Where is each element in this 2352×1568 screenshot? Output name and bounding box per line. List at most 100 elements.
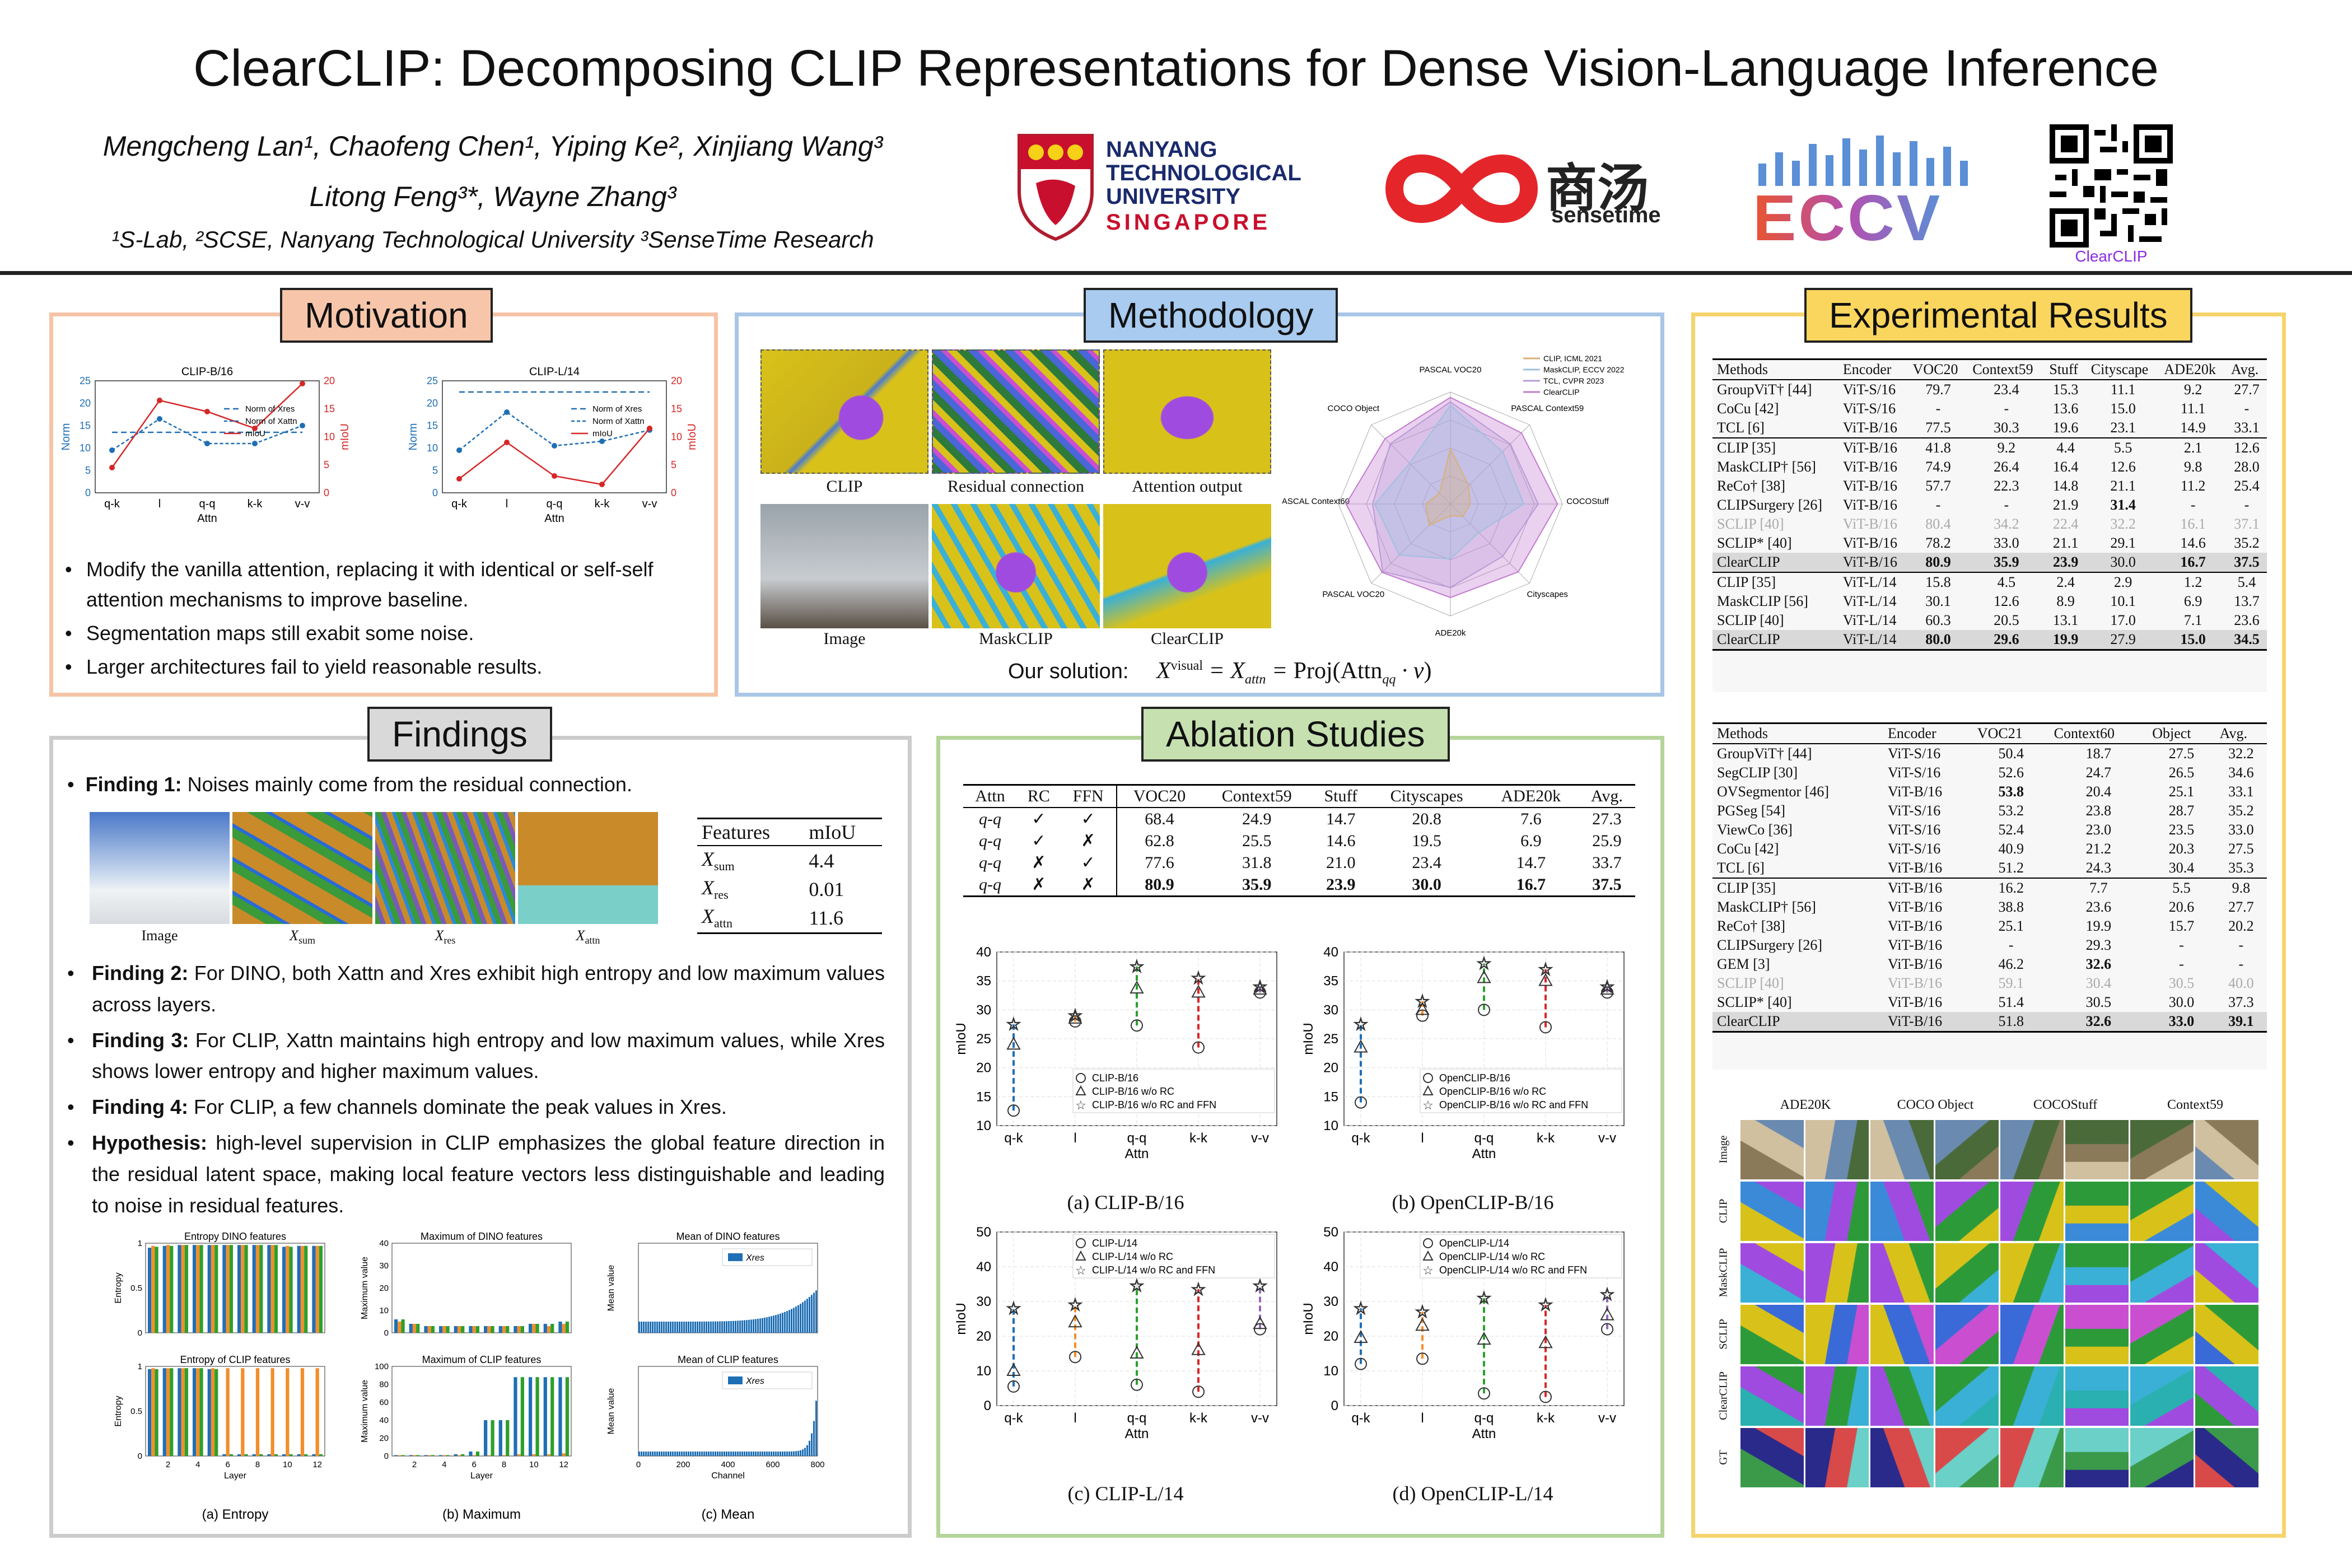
table-cell: 34.6 (2228, 764, 2254, 781)
bar (741, 1452, 743, 1456)
bar (259, 1454, 263, 1456)
bar (267, 1245, 271, 1333)
data-point (300, 423, 305, 428)
chart-caption: (a) Entropy (202, 1507, 269, 1522)
bar (768, 1451, 770, 1456)
table-cell: 22.3 (1994, 478, 2019, 494)
y2-tick-label: 0 (671, 487, 676, 498)
x-tick-label: q-q (1474, 1131, 1494, 1146)
table-cell: 20.2 (2228, 918, 2254, 934)
x-tick-label: k-k (1537, 1131, 1555, 1146)
y-tick-label: 20 (976, 1329, 991, 1344)
data-point-star: ☆ (1253, 978, 1268, 996)
table-cell: 5.4 (2237, 574, 2256, 590)
bar (193, 1245, 197, 1333)
bar (737, 1320, 739, 1333)
bar (446, 1326, 450, 1333)
bar (170, 1245, 174, 1333)
table-cell: 50.4 (1998, 745, 2024, 762)
legend-label: CLIP-B/16 w/o RC (1092, 1086, 1174, 1097)
bar (565, 1377, 569, 1456)
data-point-star: ☆ (1415, 992, 1430, 1011)
sensetime-en: sensetime (1551, 203, 1661, 227)
table-cell: - (2004, 497, 2009, 513)
x-tick-label: v-v (1598, 1411, 1616, 1426)
chart-title: Mean of DINO features (676, 1231, 780, 1242)
bar (193, 1368, 197, 1456)
radar-spoke (1450, 503, 1530, 584)
table-cell: 19.6 (2052, 419, 2079, 436)
y-tick-label: 15 (976, 1089, 991, 1104)
x-tick-label: 2 (166, 1460, 170, 1469)
y-tick-label: 15 (427, 420, 438, 431)
y-tick-label: 25 (1323, 1032, 1338, 1047)
legend-label: CLIP-B/16 (1092, 1072, 1138, 1084)
table-header-cell: Encoder (1888, 725, 1936, 741)
table-cell: 8.9 (2056, 593, 2075, 609)
bar (788, 1451, 790, 1456)
bar (424, 1326, 428, 1333)
table-cell: 2.4 (2056, 574, 2075, 590)
data-point (647, 426, 652, 431)
qr-code-icon[interactable] (2050, 124, 2173, 248)
grid-col-label: Context59 (2167, 1098, 2223, 1112)
bar (753, 1452, 754, 1456)
table-header-cell: Stuff (2049, 361, 2078, 377)
radar-series (1372, 401, 1539, 589)
finding-label-xres: Xres (435, 927, 456, 946)
table-header-cell: VOC21 (1977, 725, 2023, 741)
y2-tick-label: 10 (324, 431, 335, 442)
y-tick-label: 0.5 (130, 1407, 142, 1416)
table-cell: 19.9 (2085, 918, 2112, 934)
radar-axis-label: PASCAL Context60 (1282, 497, 1350, 506)
data-point-circle (1539, 1390, 1552, 1403)
legend-label: CLIP-L/14 w/o RC (1092, 1251, 1173, 1262)
table-cell: 30.5 (2168, 975, 2195, 991)
legend-marker (1075, 1085, 1086, 1095)
bar (170, 1368, 174, 1456)
bar (409, 1324, 413, 1333)
sensetime-logo: 商汤 sensetime (1383, 147, 1686, 231)
data-point-circle (1539, 1021, 1552, 1034)
y-tick-label: 5 (85, 465, 91, 476)
bar (764, 1452, 766, 1456)
radar-axis-label: Cityscapes (1527, 590, 1568, 599)
ablation-cell: ✗ (1032, 875, 1046, 894)
y2-axis-label: mIoU (339, 423, 351, 450)
radar-series (1374, 404, 1525, 560)
x-axis-label: Attn (1472, 1146, 1496, 1161)
data-point (109, 465, 115, 470)
bar (759, 1318, 761, 1333)
chart-title: Entropy of CLIP features (180, 1354, 291, 1365)
bar (506, 1420, 510, 1456)
table-cell: 23.5 (2168, 822, 2195, 838)
table-cell: 2.9 (2113, 574, 2132, 590)
bar (800, 1450, 801, 1456)
x-tick-label: 12 (312, 1460, 322, 1469)
bar (791, 1309, 792, 1333)
authors-line-1: Mengcheng Lan¹, Chaofeng Chen¹, Yiping K… (102, 130, 883, 162)
table-cell: 6.9 (2183, 593, 2202, 609)
table-header-cell: Avg. (2219, 725, 2248, 741)
x-axis-label: Attn (544, 512, 564, 525)
legend-label: Norm of Xres (245, 404, 295, 414)
grid-image-cell (2065, 1243, 2129, 1303)
y-tick-label: 0 (432, 487, 438, 498)
table-cell: 37.3 (2228, 994, 2254, 1010)
bar (746, 1320, 748, 1333)
grid-image-cell (1740, 1305, 1804, 1364)
bar (681, 1321, 683, 1333)
bar (717, 1321, 718, 1333)
x-tick-label: q-q (547, 498, 563, 510)
x-tick-label: 0 (636, 1460, 641, 1469)
bar (735, 1320, 736, 1333)
table-cell: SCLIP [40] (1717, 516, 1784, 532)
grid-col-label: COCO Object (1897, 1098, 1974, 1112)
grid-image-cell (2195, 1182, 2258, 1241)
table-cell: 26.5 (2168, 764, 2195, 781)
legend-box (1072, 1234, 1275, 1278)
data-point-triangle (1415, 1318, 1430, 1331)
